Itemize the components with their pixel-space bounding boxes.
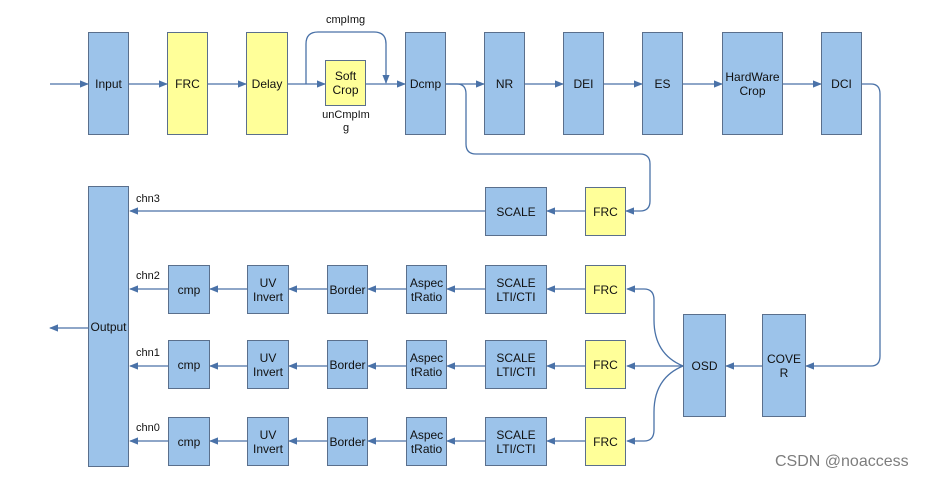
chn3-scale-block: SCALE	[485, 187, 547, 236]
chn1-frc-block: FRC	[585, 340, 626, 389]
cover-block: COVE R	[762, 314, 806, 417]
chn0-cmp-block: cmp	[168, 417, 210, 466]
chn0-frc-block: FRC	[585, 417, 626, 466]
watermark: CSDN @noaccess	[775, 453, 909, 470]
chn0-aspect-ratio-block: Aspec tRatio	[406, 417, 447, 466]
es-block: ES	[642, 32, 683, 135]
chn0-uv-invert-block: UV Invert	[247, 417, 289, 466]
chn3-frc-block: FRC	[585, 187, 626, 236]
output-block: Output	[88, 186, 129, 467]
chn2-scale-block: SCALE LTI/CTI	[485, 265, 547, 314]
osd-to-chn0-line	[626, 365, 684, 445]
osd-to-chn2-line	[626, 285, 684, 367]
input-block: Input	[88, 32, 129, 135]
delay-block: Delay	[246, 32, 288, 135]
chn1-aspect-ratio-block: Aspec tRatio	[406, 340, 447, 389]
dci-block: DCI	[821, 32, 862, 135]
dci-to-cover-line	[805, 83, 881, 370]
chn2-label: chn2	[136, 270, 160, 282]
uncmpimg-label: unCmpIm g	[322, 109, 370, 134]
chn1-scale-block: SCALE LTI/CTI	[485, 340, 547, 389]
osd-block: OSD	[683, 314, 726, 417]
chn2-frc-block: FRC	[585, 265, 626, 314]
chn1-cmp-block: cmp	[168, 340, 210, 389]
chn2-aspect-ratio-block: Aspec tRatio	[406, 265, 447, 314]
nr-block: NR	[484, 32, 525, 135]
chn2-cmp-block: cmp	[168, 265, 210, 314]
chn1-label: chn1	[136, 347, 160, 359]
dei-block: DEI	[563, 32, 604, 135]
chn1-border-block: Border	[327, 340, 368, 389]
cmpimg-label: cmpImg	[326, 14, 366, 26]
dcmp-block: Dcmp	[405, 32, 446, 135]
chn2-border-block: Border	[327, 265, 368, 314]
dcmp-to-chn3-frc-line	[446, 83, 651, 215]
frc-block-top: FRC	[167, 32, 208, 135]
chn0-label: chn0	[136, 422, 160, 434]
chn3-label: chn3	[136, 193, 160, 205]
chn2-uv-invert-block: UV Invert	[247, 265, 289, 314]
chn0-border-block: Border	[327, 417, 368, 466]
chn1-uv-invert-block: UV Invert	[247, 340, 289, 389]
soft-crop-block: Soft Crop	[325, 60, 366, 106]
cmpimg-bypass-line	[305, 31, 390, 84]
hardware-crop-block: HardWare Crop	[722, 32, 783, 135]
chn0-scale-block: SCALE LTI/CTI	[485, 417, 547, 466]
